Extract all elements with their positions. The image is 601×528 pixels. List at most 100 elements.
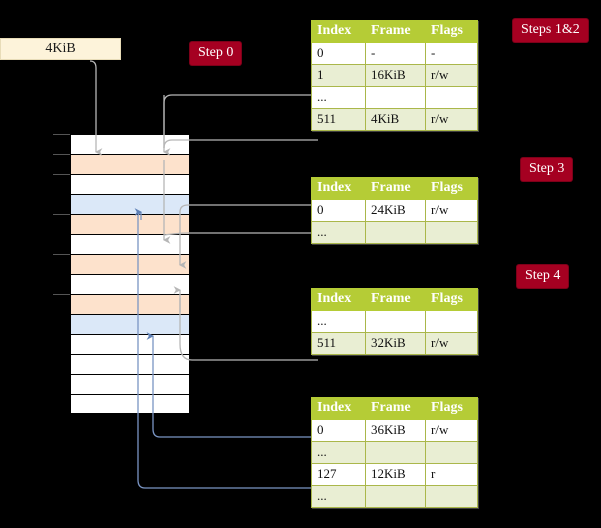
column-header-index: Index — [311, 397, 366, 420]
column-header-frame: Frame — [365, 177, 426, 200]
memory-frame-7 — [70, 274, 190, 294]
cell-index-1: 1 — [311, 64, 366, 87]
memory-frame-1 — [70, 154, 190, 174]
arrow-level1-entry-line — [163, 94, 318, 104]
cell-flags-1: r/w — [425, 64, 478, 87]
cell-frame-2: 12KiB — [365, 463, 426, 486]
memory-frame-0 — [70, 134, 190, 154]
badge-step-4: Step 4 — [517, 265, 569, 288]
cell-flags-2 — [425, 86, 478, 109]
cell-flags-2: r — [425, 463, 478, 486]
memory-frame-9 — [70, 314, 190, 334]
cell-index-2: 127 — [311, 463, 366, 486]
cell-index-3: 511 — [311, 108, 366, 131]
cell-frame-3: 4KiB — [365, 108, 426, 131]
memory-frame-6 — [70, 254, 190, 274]
cell-index-0: 0 — [311, 42, 366, 65]
column-header-flags: Flags — [425, 288, 478, 311]
memory-frame-10 — [70, 334, 190, 354]
badge-step-4-label: Step 4 — [525, 268, 561, 283]
memory-tick-1 — [53, 154, 70, 155]
cell-frame-1: 16KiB — [365, 64, 426, 87]
column-header-frame: Frame — [365, 397, 426, 420]
memory-frame-4 — [70, 214, 190, 234]
cell-flags-1 — [425, 441, 478, 464]
badge-step-3: Step 3 — [521, 158, 573, 181]
cell-frame-1: 32KiB — [365, 332, 426, 355]
cell-index-0: 0 — [311, 199, 366, 222]
cell-frame-1 — [365, 441, 426, 464]
column-header-index: Index — [311, 20, 366, 43]
column-header-frame: Frame — [365, 288, 426, 311]
table-row: ... — [311, 485, 478, 508]
cell-index-3: ... — [311, 485, 366, 508]
memory-tick-2 — [53, 174, 70, 175]
cell-flags-0: - — [425, 42, 478, 65]
cell-flags-3 — [425, 485, 478, 508]
cell-frame-0: 36KiB — [365, 419, 426, 442]
column-header-index: Index — [311, 177, 366, 200]
column-header-flags: Flags — [425, 177, 478, 200]
memory-frame-13 — [70, 394, 190, 414]
memory-frame-2 — [70, 174, 190, 194]
cell-frame-0: - — [365, 42, 426, 65]
cell-index-1: ... — [311, 441, 366, 464]
cell-frame-2 — [365, 86, 426, 109]
column-header-flags: Flags — [425, 20, 478, 43]
column-header-index: Index — [311, 288, 366, 311]
arrow-level2-out — [179, 204, 318, 213]
memory-tick-4 — [53, 214, 70, 215]
table-row: 0-- — [311, 42, 478, 65]
badge-step-3-label: Step 3 — [529, 161, 565, 176]
memory-frame-12 — [70, 374, 190, 394]
cell-index-1: ... — [311, 221, 366, 244]
table-row: ... — [311, 310, 478, 333]
badge-steps-1-2: Steps 1&2 — [513, 19, 588, 42]
cell-index-1: 511 — [311, 332, 366, 355]
memory-tick-8 — [53, 294, 70, 295]
memory-frame-8 — [70, 294, 190, 314]
badge-steps-1-2-label: Steps 1&2 — [521, 22, 580, 37]
cell-frame-1 — [365, 221, 426, 244]
cell-frame-0 — [365, 310, 426, 333]
cell-flags-3: r/w — [425, 108, 478, 131]
cell-index-2: ... — [311, 86, 366, 109]
physical-memory-column — [70, 134, 190, 414]
memory-frame-5 — [70, 234, 190, 254]
column-header-frame: Frame — [365, 20, 426, 43]
cell-flags-1 — [425, 221, 478, 244]
table-row: ... — [311, 86, 478, 109]
cell-flags-1: r/w — [425, 332, 478, 355]
cell-flags-0: r/w — [425, 199, 478, 222]
badge-step-0: Step 0 — [190, 42, 242, 65]
cell-frame-3 — [365, 485, 426, 508]
table-row: ... — [311, 221, 478, 244]
page-box-label: 4KiB — [45, 41, 76, 56]
column-header-flags: Flags — [425, 397, 478, 420]
cell-flags-0: r/w — [425, 419, 478, 442]
arrow-memory-to-level3 — [179, 298, 318, 361]
page-box-4kib: 4KiB — [0, 38, 121, 60]
memory-frame-3 — [70, 194, 190, 214]
memory-tick-0 — [53, 134, 70, 135]
table-row: ... — [311, 441, 478, 464]
cell-flags-0 — [425, 310, 478, 333]
badge-step-0-label: Step 0 — [198, 45, 234, 60]
memory-frame-11 — [70, 354, 190, 374]
cell-frame-0: 24KiB — [365, 199, 426, 222]
